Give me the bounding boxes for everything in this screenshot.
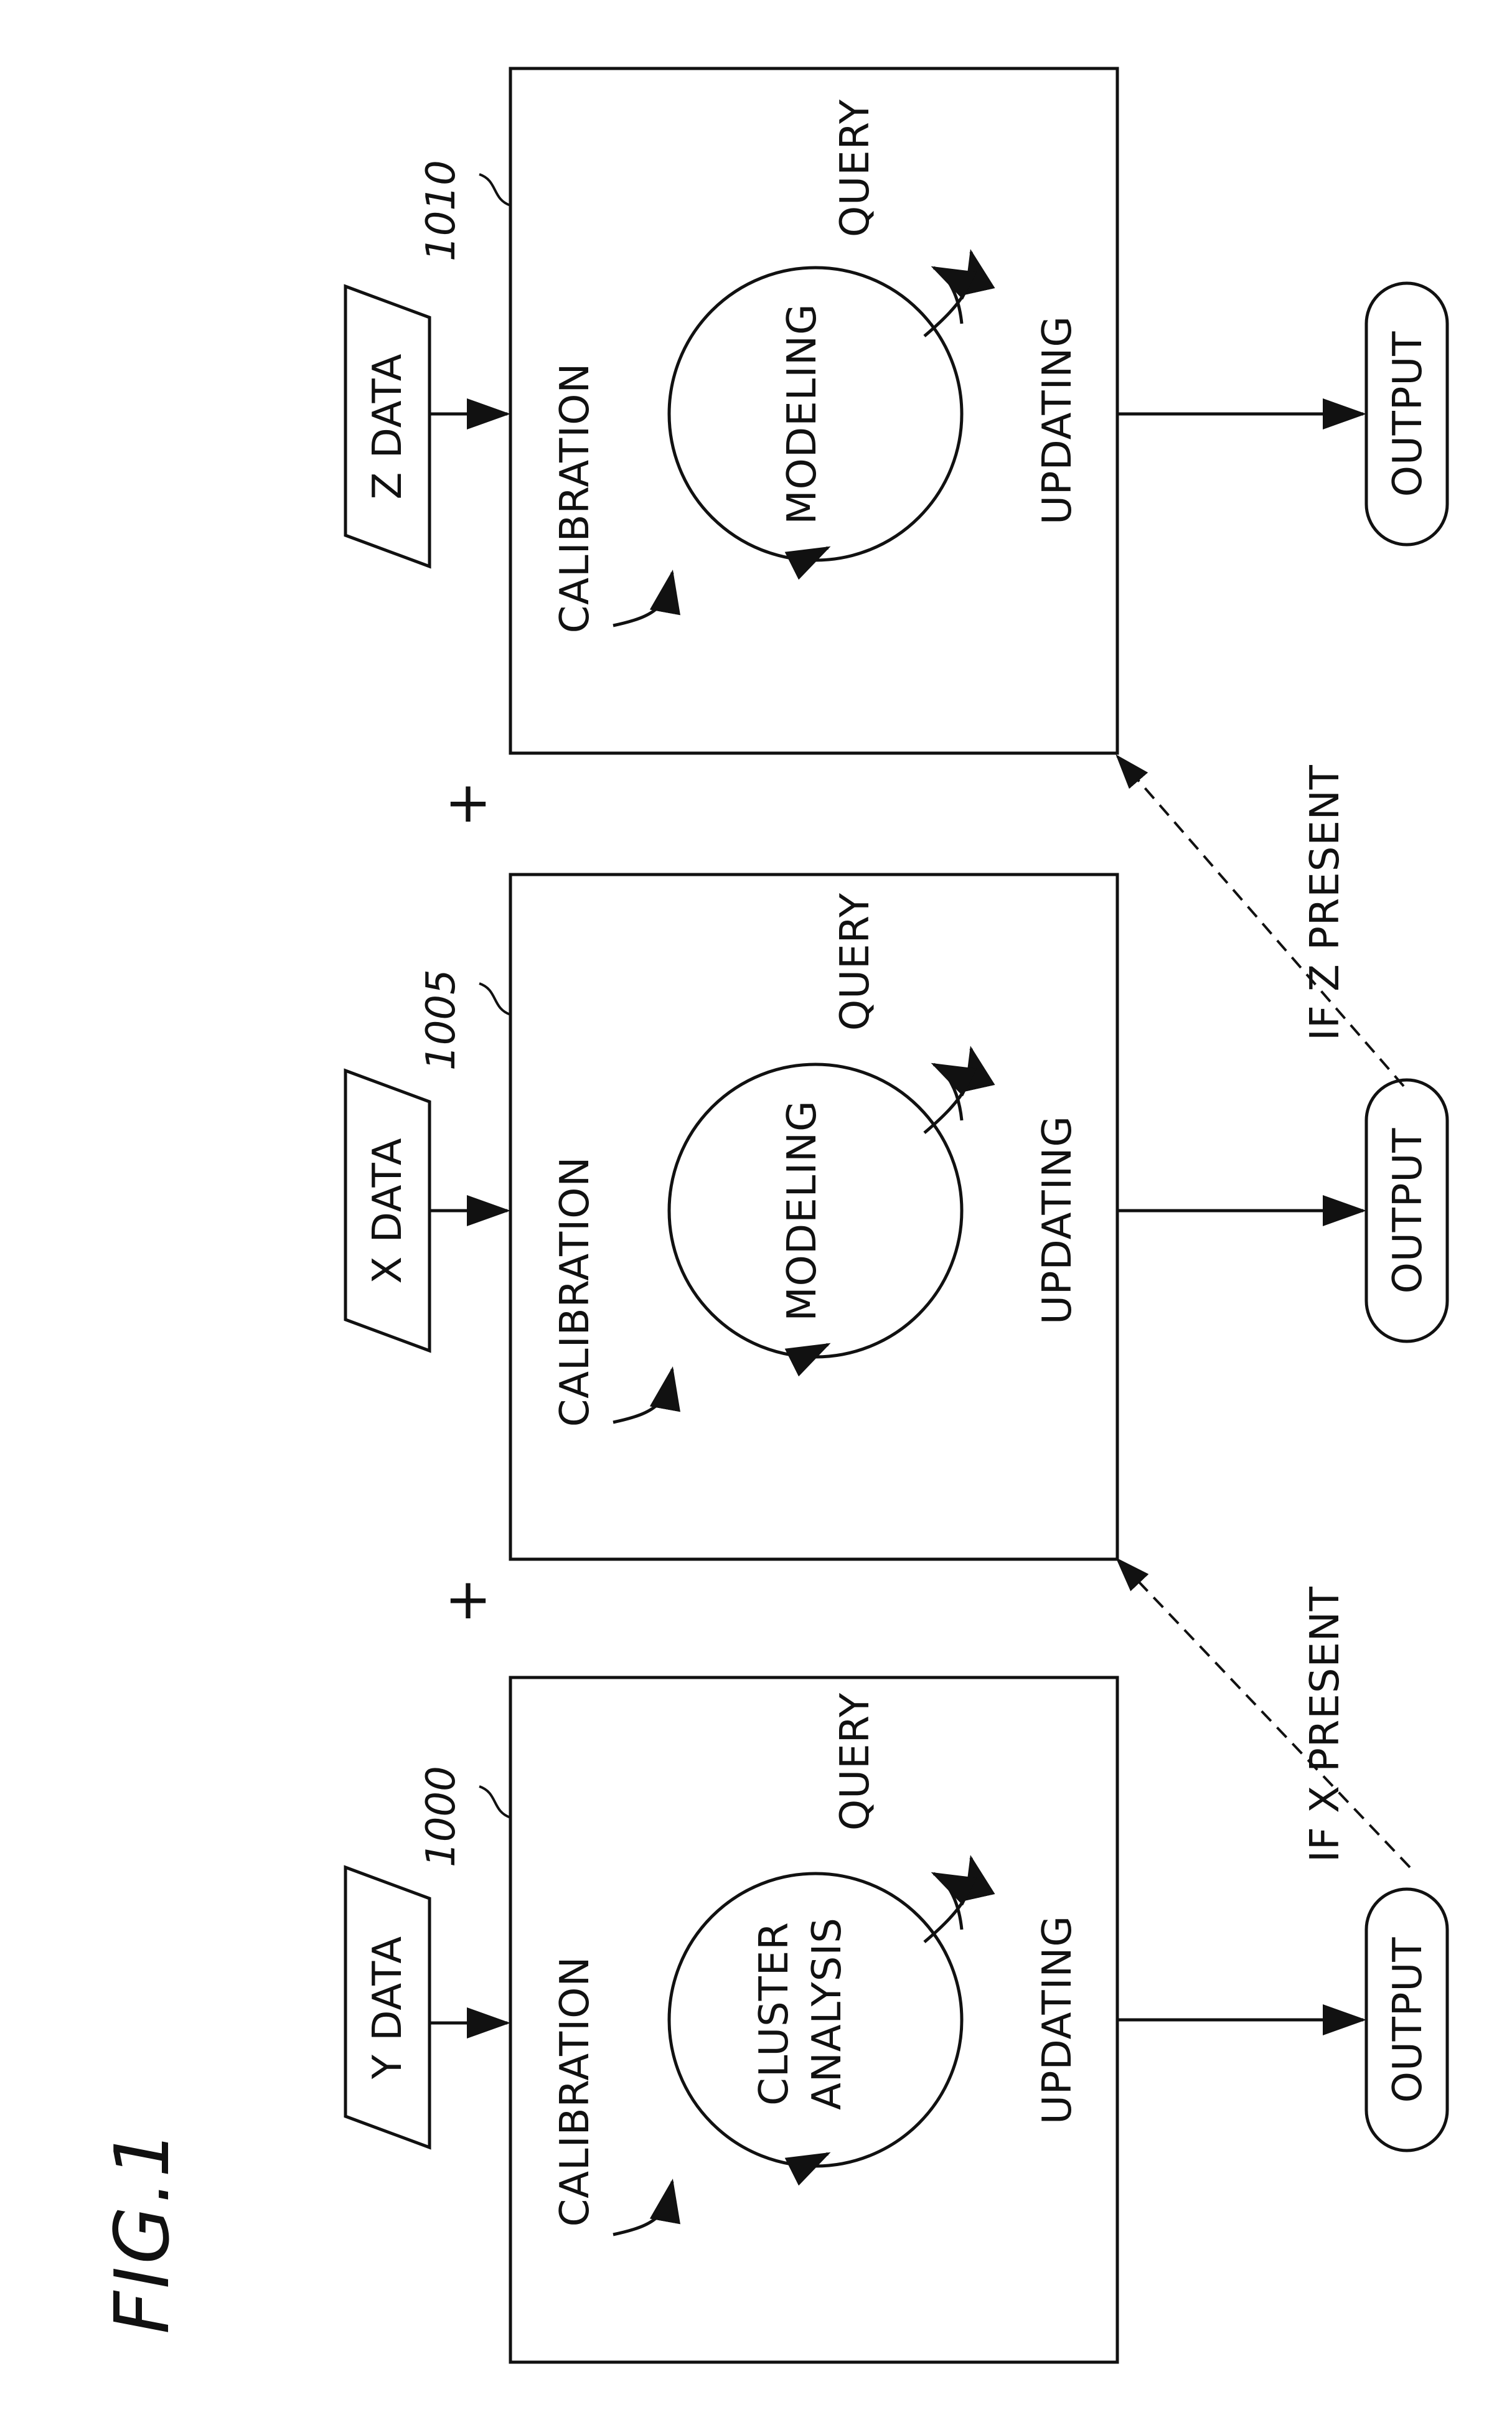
dashed-connector-z bbox=[1117, 756, 1404, 1086]
stage-1000: 1000 Y DATA CALIBRATION CLUSTER ANALYSIS… bbox=[345, 1677, 1447, 2362]
ref-leader-line bbox=[479, 1786, 510, 1818]
input-data-label: Z DATA bbox=[365, 353, 411, 499]
output-label: OUTPUT bbox=[1385, 1937, 1431, 2103]
plus-sign-2: + bbox=[444, 770, 491, 835]
calibration-label: CALIBRATION bbox=[552, 1157, 598, 1427]
reference-number: 1000 bbox=[418, 1766, 464, 1867]
cycle-arrow-bottom bbox=[809, 1344, 828, 1354]
figure-title: FIG.1 bbox=[100, 2128, 186, 2334]
calibration-label: CALIBRATION bbox=[552, 363, 598, 634]
updating-label: UPDATING bbox=[1035, 1915, 1081, 2124]
dashed-connector-x bbox=[1117, 1559, 1410, 1867]
query-label: QUERY bbox=[832, 893, 878, 1031]
stage-1005: 1005 X DATA CALIBRATION MODELING QUERY U… bbox=[345, 875, 1447, 1559]
cycle-arrow-bottom bbox=[809, 548, 828, 557]
cycle-arrow-bottom bbox=[809, 2154, 828, 2163]
ref-leader-line bbox=[479, 174, 510, 205]
updating-label: UPDATING bbox=[1035, 316, 1081, 525]
reference-number: 1010 bbox=[418, 160, 464, 261]
condition-label-x: IF X PRESENT bbox=[1302, 1586, 1348, 1862]
updating-label: UPDATING bbox=[1035, 1115, 1081, 1325]
center-label-line-1: CLUSTER bbox=[751, 1921, 797, 2106]
input-data-label: Y DATA bbox=[365, 1936, 411, 2080]
condition-label-z: IF Z PRESENT bbox=[1302, 764, 1348, 1041]
reference-number: 1005 bbox=[418, 969, 464, 1071]
center-label-line-2: ANALYSIS bbox=[804, 1917, 850, 2110]
query-label: QUERY bbox=[832, 99, 878, 237]
calibration-arrow bbox=[613, 1369, 672, 1422]
calibration-label: CALIBRATION bbox=[552, 1956, 598, 2227]
center-label-line-1: MODELING bbox=[779, 303, 825, 524]
center-label-line-1: MODELING bbox=[779, 1100, 825, 1321]
stage-1010: 1010 Z DATA CALIBRATION MODELING QUERY U… bbox=[345, 68, 1447, 753]
output-label: OUTPUT bbox=[1385, 1128, 1431, 1294]
plus-sign-1: + bbox=[444, 1567, 491, 1632]
calibration-arrow bbox=[613, 2182, 672, 2235]
output-label: OUTPUT bbox=[1385, 331, 1431, 497]
ref-leader-line bbox=[479, 983, 510, 1015]
query-label: QUERY bbox=[832, 1692, 878, 1831]
calibration-arrow bbox=[613, 573, 672, 626]
input-data-label: X DATA bbox=[365, 1137, 411, 1283]
